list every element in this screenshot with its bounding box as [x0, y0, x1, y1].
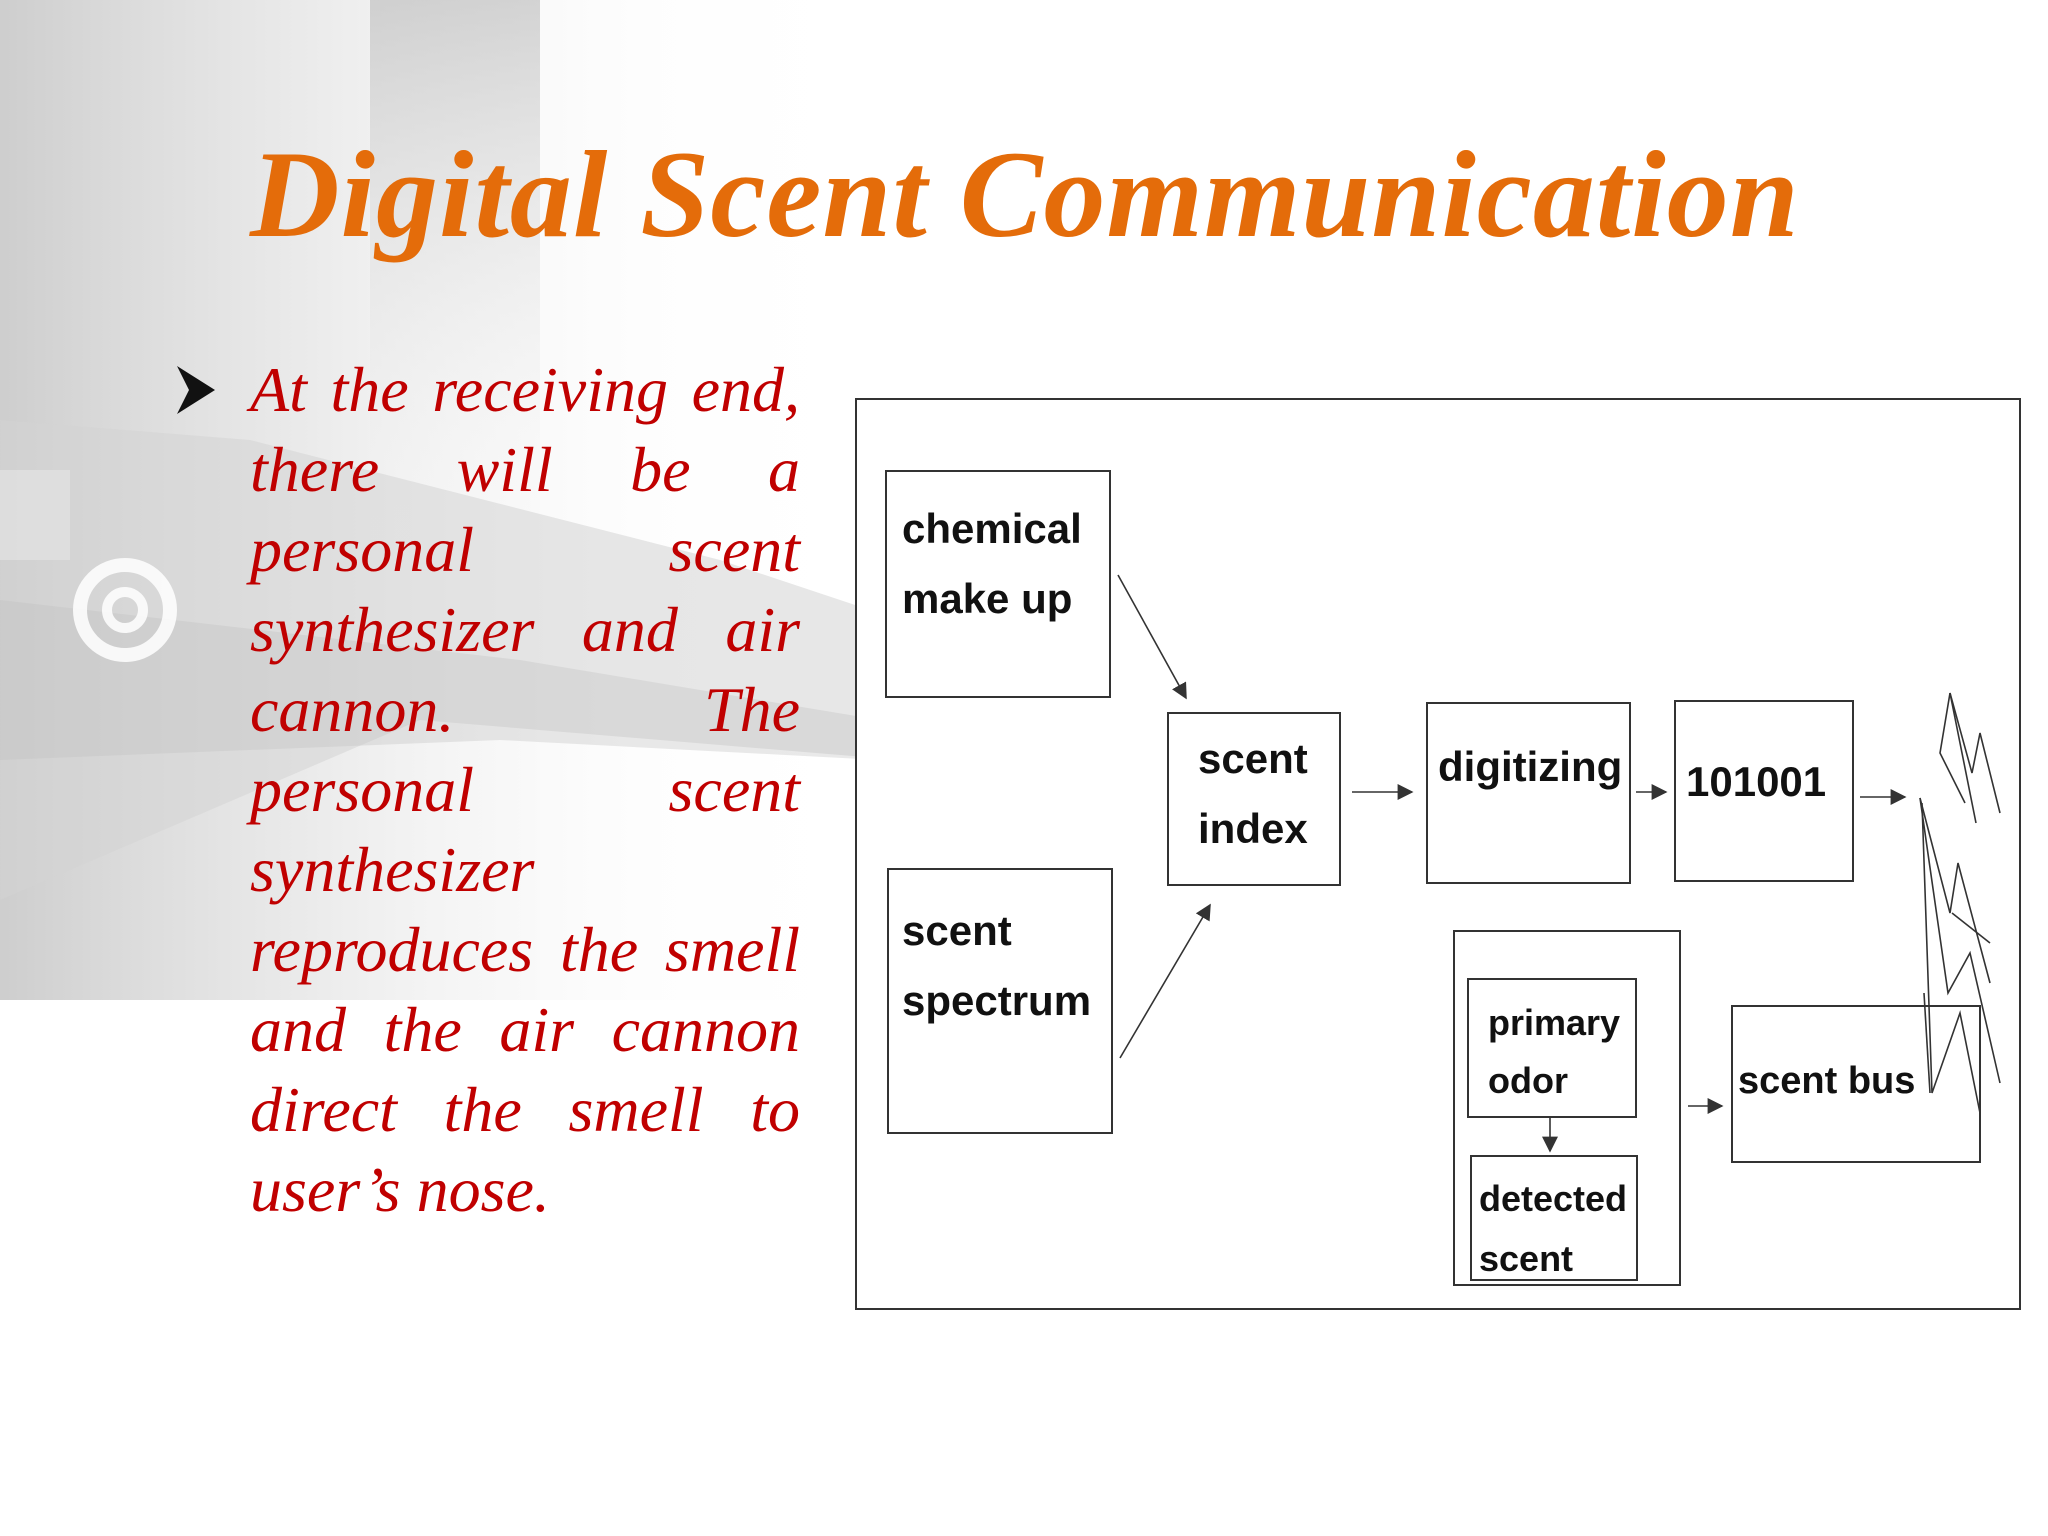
primary-odor-label: primary odor [1488, 1002, 1630, 1101]
diagram-frame [855, 398, 2021, 1310]
detected-scent-box [1470, 1155, 1638, 1281]
slide-title: Digital Scent Communication [250, 126, 1800, 263]
chemical-make-up-label: chemical make up [902, 505, 1093, 622]
scent-bus-box [1731, 1005, 1981, 1163]
odor-group-box [1453, 930, 1681, 1286]
scent-spectrum-box [887, 868, 1113, 1134]
scent-wave-icon [1919, 692, 2001, 1114]
arrow-bullet-icon [177, 366, 215, 414]
scent-communication-diagram: chemical make up scent spectrum scent in… [855, 398, 2021, 1310]
chemical-make-up-box [885, 470, 1111, 698]
scent-index-box [1167, 712, 1341, 886]
arrow-chemical-to-index [1117, 574, 1187, 700]
digitizing-box [1426, 702, 1631, 884]
arrow-spectrum-to-index [1119, 903, 1211, 1059]
binary-code-box [1674, 700, 1854, 882]
binary-code-label: 101001 [1686, 758, 1826, 805]
primary-odor-box [1467, 978, 1637, 1118]
scent-bus-label: scent bus [1738, 1060, 1915, 1102]
scent-index-label: scent index [1198, 735, 1319, 852]
body-paragraph: At the receiving end, there will be a pe… [250, 354, 800, 1225]
scent-spectrum-label: scent spectrum [902, 907, 1091, 1024]
detected-scent-label: detected scent [1479, 1178, 1637, 1279]
digitizing-label: digitizing [1438, 743, 1622, 790]
